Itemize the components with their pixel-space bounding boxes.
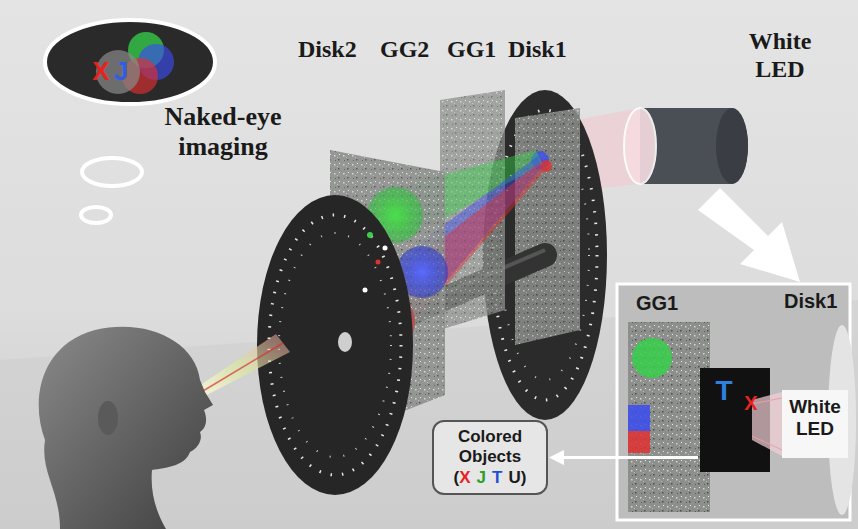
object-letter: X <box>740 392 762 414</box>
object-letter: U <box>508 468 520 487</box>
callout-box: Colored Objects(XJTU) <box>432 420 548 495</box>
part-name: Disk1 <box>508 36 588 62</box>
object-letter: ) <box>521 468 527 487</box>
part-name: GG2 <box>380 36 440 62</box>
part-name: White LED <box>784 396 846 440</box>
part-name: Disk2 <box>298 36 378 62</box>
object-letter: X <box>459 468 470 487</box>
view-caption: Naked-eye imaging <box>138 102 308 162</box>
part-name: Disk1 <box>784 290 846 312</box>
object-letter: T <box>712 376 736 407</box>
leader-arrow <box>552 456 698 459</box>
object-letter: J <box>112 57 130 86</box>
part-name: GG1 <box>447 36 507 62</box>
part-name: White LED <box>730 28 830 83</box>
letter-row: (XJTU) <box>442 468 538 488</box>
object-letter: X <box>90 57 112 86</box>
box-heading: Colored Objects <box>442 427 538 468</box>
part-name: GG1 <box>636 292 696 314</box>
object-letter: T <box>492 468 502 487</box>
object-letter: ( <box>454 468 460 487</box>
object-letter: J <box>477 468 486 487</box>
